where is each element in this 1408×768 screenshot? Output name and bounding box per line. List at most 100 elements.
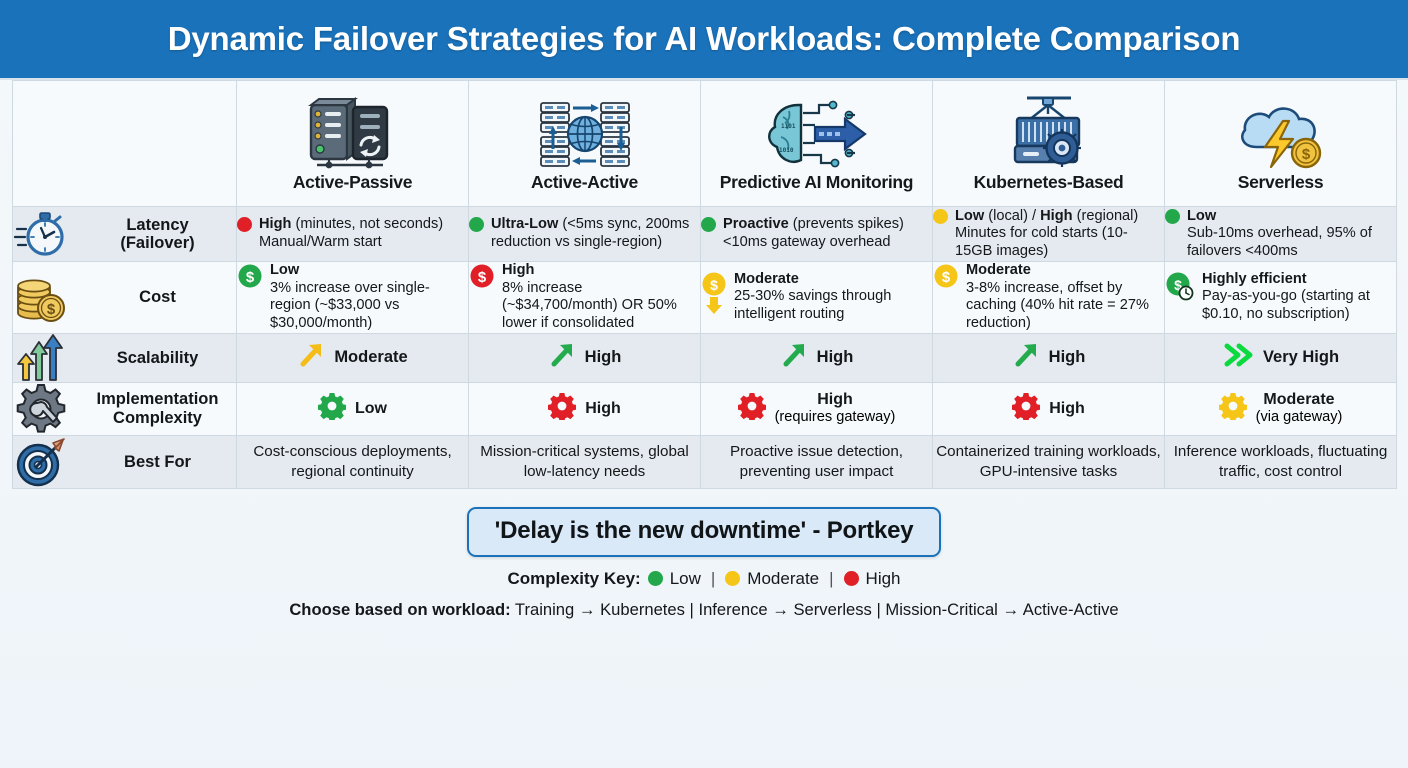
complexity-key: Complexity Key: Low | Moderate | High: [507, 569, 900, 589]
svg-text:$: $: [47, 301, 56, 318]
dollar-badge-green-clock-icon: $: [1165, 271, 1195, 307]
cell-rating: Highly efficient: [1202, 270, 1307, 287]
cell-rating: High: [585, 399, 621, 417]
cell-latency-kubernetes: Low (local) / High (regional) Minutes fo…: [932, 206, 1165, 262]
status-dot-red: [237, 216, 252, 237]
table-row-best-for: Best For Cost-conscious deployments, reg…: [12, 434, 1397, 489]
gear-red-icon: [737, 392, 766, 425]
svg-text:$: $: [942, 269, 951, 286]
cell-best-for-kubernetes: Containerized training workloads, GPU-in…: [932, 434, 1165, 489]
cell-best-for-active-active: Mission-critical systems, global low-lat…: [468, 434, 701, 489]
cell-detail-1b: (regional): [1072, 207, 1139, 224]
key-label-low: Low: [669, 568, 701, 588]
gear-wrench-icon: [13, 383, 69, 435]
cell-rating: High: [817, 390, 853, 408]
column-header-label: Predictive AI Monitoring: [719, 172, 914, 193]
cell-detail: (requires gateway): [774, 409, 896, 426]
gear-yellow-icon: [1218, 392, 1247, 425]
arrow-up-right-green-icon: [548, 341, 576, 374]
gear-green-icon: [317, 392, 347, 425]
status-dot-green: [469, 216, 484, 237]
cell-detail-2: Sub-10ms overhead, 95% of failovers <400…: [1187, 225, 1372, 259]
cell-complexity-active-passive: Low: [236, 381, 469, 436]
cell-detail-2: Manual/Warm start: [259, 234, 382, 250]
row-label-text: Best For: [124, 452, 191, 471]
cloud-bolt-coin-icon: $: [1165, 95, 1396, 173]
cell-rating: High: [816, 348, 854, 367]
double-chevron-green-icon: [1222, 341, 1254, 374]
cell-rating: Low: [955, 207, 985, 224]
cell-complexity-predictive-ai: High (requires gateway): [700, 381, 933, 436]
svg-text:$: $: [1301, 146, 1310, 163]
dollar-badge-green-icon: $: [237, 262, 263, 294]
cell-detail: Containerized training workloads, GPU-in…: [936, 443, 1161, 480]
cell-complexity-active-active: High: [468, 381, 701, 436]
cell-rating: Moderate: [334, 348, 408, 367]
cell-detail: Pay-as-you-go (starting at $0.10, no sub…: [1202, 288, 1370, 323]
column-header-label: Kubernetes-Based: [973, 172, 1124, 193]
cell-rating: Low: [355, 399, 387, 417]
growth-arrows-icon: [13, 333, 69, 382]
arrow-up-right-green-icon: [780, 341, 808, 374]
cell-detail: Cost-conscious deployments, regional con…: [253, 443, 452, 480]
cell-scalability-kubernetes: High: [932, 332, 1165, 383]
row-label-text: Cost: [139, 288, 176, 307]
cell-latency-active-active: Ultra-Low (<5ms sync, 200ms reduction vs…: [468, 206, 701, 262]
cell-scalability-active-active: High: [468, 332, 701, 383]
cell-detail: 3% increase over single-region (~$33,000…: [270, 279, 430, 331]
key-dot-green: [647, 571, 663, 587]
cell-cost-active-passive: $ Low 3% increase over single-region (~$…: [236, 261, 469, 334]
cell-detail: (minutes, not seconds): [291, 216, 444, 233]
quote-banner: 'Delay is the new downtime' - Portkey: [466, 506, 942, 557]
column-header-active-passive: Active-Passive: [236, 80, 469, 207]
header-corner-cell: [12, 80, 237, 207]
table-row-cost: $ Cost $ Low 3% increas: [12, 261, 1397, 334]
cell-detail: Inference workloads, fluctuating traffic…: [1173, 443, 1388, 480]
cell-complexity-serverless: Moderate (via gateway): [1164, 381, 1397, 436]
cell-rating: High: [502, 262, 535, 278]
cell-best-for-predictive-ai: Proactive issue detection, preventing us…: [700, 434, 933, 489]
table-head: Active-Passive: [12, 80, 1397, 207]
svg-text:1101: 1101: [781, 123, 796, 130]
table-row-scalability: Scalability Moderate: [12, 332, 1397, 383]
cell-scalability-active-passive: Moderate: [236, 332, 469, 383]
cell-cost-active-active: $ High 8% increase (~$34,700/month) OR 5…: [468, 261, 701, 334]
row-label-best-for: Best For: [12, 434, 237, 489]
key-dot-red: [843, 571, 859, 587]
cell-best-for-active-passive: Cost-conscious deployments, regional con…: [236, 434, 469, 489]
table-body: Latency(Failover) High (minutes, not sec…: [12, 206, 1397, 489]
cell-cost-predictive-ai: $ Moderate 25-30% savings through intell…: [700, 261, 933, 334]
cell-detail: Mission-critical systems, global low-lat…: [480, 443, 689, 480]
row-label-cost: $ Cost: [12, 261, 237, 334]
choose-label: Choose based on workload:: [289, 599, 511, 619]
cell-cost-serverless: $ Highly efficient Pay-as-you-go (starti…: [1164, 261, 1397, 334]
choose-guidance: Choose based on workload: Training → Kub…: [289, 600, 1118, 620]
cell-detail: 8% increase (~$34,700/month) OR 50% lowe…: [502, 279, 677, 331]
title-bar: Dynamic Failover Strategies for AI Workl…: [0, 0, 1408, 80]
status-dot-yellow: [933, 208, 948, 229]
page-title: Dynamic Failover Strategies for AI Workl…: [167, 20, 1241, 57]
cell-latency-active-passive: High (minutes, not seconds) Manual/Warm …: [236, 206, 469, 262]
svg-text:$: $: [246, 269, 255, 286]
column-header-label: Serverless: [1237, 172, 1324, 193]
row-label-text: Scalability: [116, 348, 199, 367]
cell-rating: High: [584, 348, 622, 367]
cell-rating: Proactive: [723, 216, 789, 233]
comparison-table: Active-Passive: [12, 80, 1397, 489]
table-row-latency: Latency(Failover) High (minutes, not sec…: [12, 206, 1397, 262]
key-separator: |: [829, 568, 834, 588]
column-header-predictive-ai-monitoring: 1101 1010: [700, 80, 933, 207]
target-arrow-icon: [13, 436, 69, 488]
key-label-moderate: Moderate: [747, 568, 820, 588]
cell-detail: 25-30% savings through intelligent routi…: [734, 288, 892, 323]
key-dot-yellow: [725, 571, 741, 587]
cell-rating: Low: [1187, 207, 1217, 224]
header-row: Active-Passive: [12, 80, 1397, 207]
cell-cost-kubernetes: $ Moderate 3-8% increase, offset by cach…: [932, 261, 1165, 334]
choose-value: Training → Kubernetes | Inference → Serv…: [510, 599, 1119, 619]
cell-rating: High: [1049, 399, 1085, 417]
